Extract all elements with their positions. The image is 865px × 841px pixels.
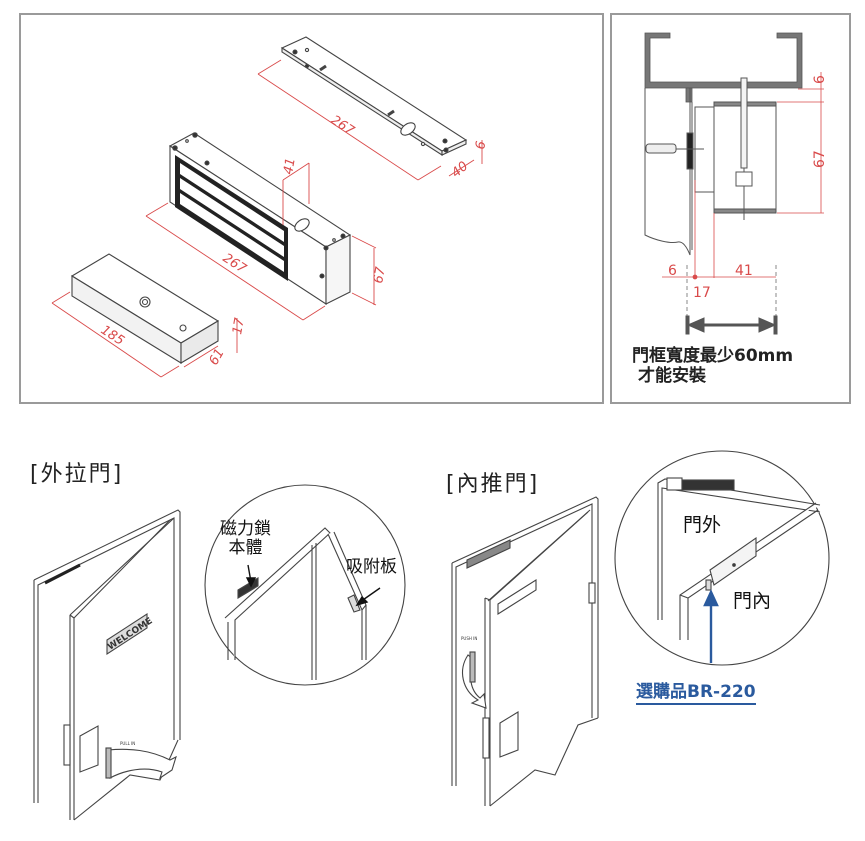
outswing-inset xyxy=(204,484,406,686)
welcome-sign: WELCOME xyxy=(106,616,154,652)
outswing-door xyxy=(33,509,181,821)
lock-body-label-line1: 磁力鎖 xyxy=(220,519,271,539)
dim-armature-width: 61 xyxy=(206,346,227,368)
dim-body-height: 67 xyxy=(371,265,389,285)
note-line-2: 才能安裝 xyxy=(638,366,706,386)
dim-plate-thickness: 6 xyxy=(473,140,489,151)
isometric-drawing: 267 40 6 267 41 67 xyxy=(51,36,489,378)
armature-plate-label: 吸附板 xyxy=(346,557,397,577)
mounting-plate-dims xyxy=(257,59,483,181)
accessory-br220-link[interactable]: 選購品BR-220 xyxy=(636,677,756,705)
lock-body-label: 磁力鎖 本體 xyxy=(220,520,271,558)
armature-plate-dims xyxy=(51,291,238,378)
lock-body-dims xyxy=(145,162,377,321)
inside-label: 門內 xyxy=(733,590,772,612)
dim-plate-width: 40 xyxy=(449,159,471,181)
min-frame-width-note: 門框寬度最少60mm 才能安裝 xyxy=(632,346,793,386)
inswing-handle-text: PUSH IN xyxy=(461,636,477,641)
mounting-plate xyxy=(280,36,468,157)
armature-plate xyxy=(70,253,220,364)
outside-label: 門外 xyxy=(683,514,722,536)
inswing-inset xyxy=(614,450,830,666)
lock-body-label-line2: 本體 xyxy=(228,538,263,558)
outswing-handle-text: PULL IN xyxy=(120,741,135,746)
dimension-drawing-panel xyxy=(19,13,604,404)
inswing-door xyxy=(451,496,599,807)
note-line-1: 門框寬度最少60mm xyxy=(632,346,794,366)
dim-armature-thickness: 17 xyxy=(230,316,248,336)
lock-body xyxy=(168,132,352,306)
inswing-title: [內推門] xyxy=(446,472,540,497)
dim-body-depth: 41 xyxy=(281,157,299,176)
outswing-title: [外拉門] xyxy=(30,462,124,487)
dim-body-length: 267 xyxy=(220,251,250,277)
dim-plate-length: 267 xyxy=(328,113,358,139)
accessory-arrow xyxy=(703,589,719,663)
